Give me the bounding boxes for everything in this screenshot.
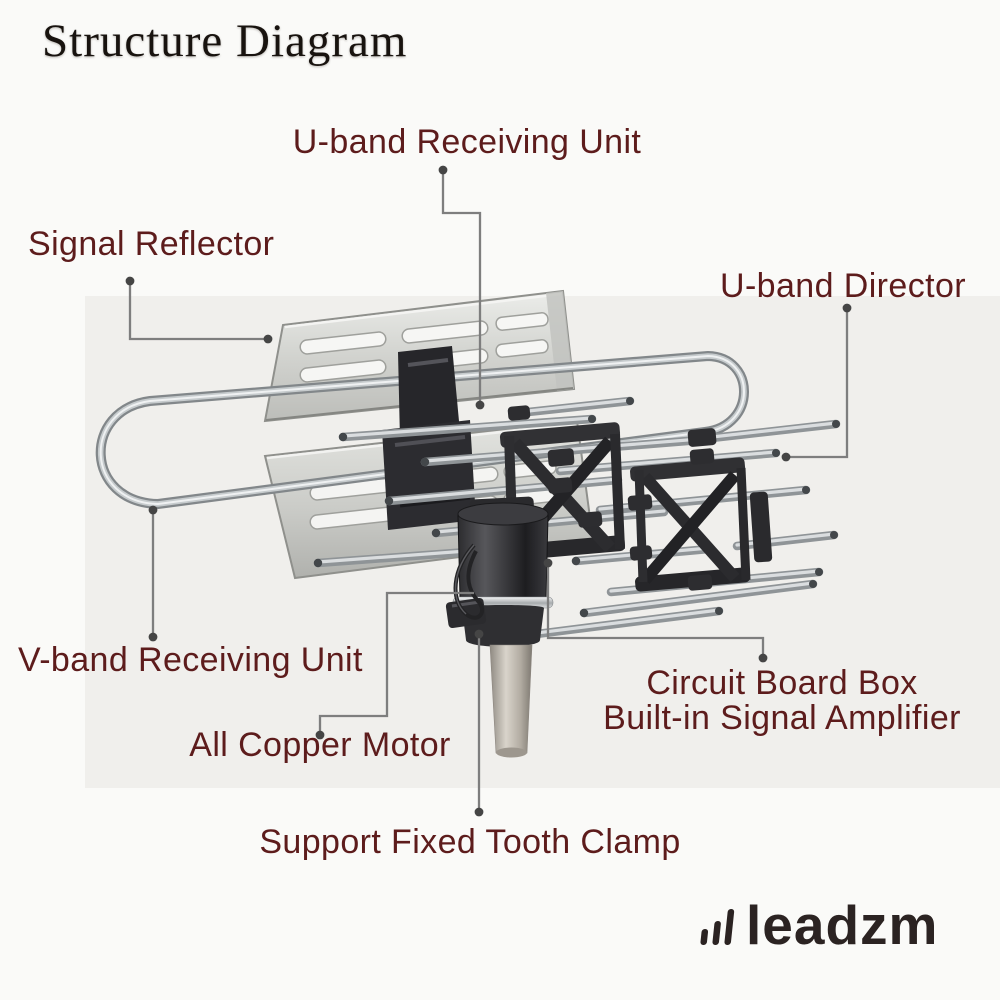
rod [338,414,597,442]
leader-dot [315,730,325,740]
leader-dot [758,653,768,663]
signal-bars-icon [700,909,735,945]
leader-dot [438,165,448,175]
leader-dot [475,400,485,410]
brand-logo: leadzm [699,894,939,956]
rod [555,448,781,476]
label-circuit-board-box-line1: Circuit Board Box [646,664,918,702]
leader-dot [148,505,158,515]
leader-dots [125,165,852,817]
label-circuit-board-box-line2: Built-in Signal Amplifier [603,699,961,737]
clamp-frame-right [630,457,773,592]
leader-lines [128,170,849,812]
rod [579,579,818,618]
leader-all-copper-motor [318,591,474,735]
label-support-fixed-tooth-clamp: Support Fixed Tooth Clamp [259,823,681,861]
page-title: Structure Diagram [42,15,408,67]
rod [514,396,635,418]
leader-u-band-receiving-unit [441,170,482,405]
leader-dot [781,452,791,462]
rod [698,419,841,444]
leader-u-band-director [788,308,849,459]
label-signal-reflector: Signal Reflector [28,225,275,263]
leader-dot [474,629,484,639]
leader-signal-reflector [128,281,268,341]
rod-clamp-sleeves [507,405,717,591]
label-u-band-receiving-unit: U-band Receiving Unit [292,123,642,161]
label-u-band-director: U-band Director [720,267,966,305]
label-circuit-board-box: Circuit Board Box Built-in Signal Amplif… [603,666,961,736]
leader-dot [474,807,484,817]
rod [732,530,839,551]
label-v-band-receiving-unit: V-band Receiving Unit [18,641,363,679]
v-band-loop-element [95,351,749,509]
mast-pole [489,644,533,758]
leader-dot [543,558,553,568]
signal-cable [453,543,485,620]
leader-dot [148,632,158,642]
leader-circuit-board-box [546,563,765,658]
label-all-copper-motor: All Copper Motor [189,726,451,764]
leader-dot [842,303,852,313]
leader-dot [263,334,273,344]
brand-name: leadzm [746,894,939,956]
leader-dot [125,276,135,286]
